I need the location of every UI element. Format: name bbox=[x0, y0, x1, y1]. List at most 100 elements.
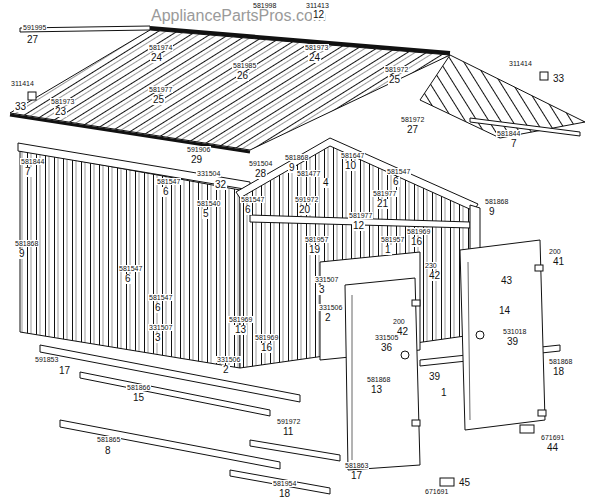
callout-number: 331506 bbox=[216, 356, 241, 363]
callout-number: 581863 bbox=[344, 462, 369, 469]
callout-number: 9 bbox=[18, 249, 26, 259]
callout-number: 581973 bbox=[50, 98, 75, 105]
callout-number: 24 bbox=[150, 53, 163, 63]
callout-number: 581985 bbox=[232, 62, 257, 69]
callout-number: 331505 bbox=[374, 334, 399, 341]
callout-number: 591972 bbox=[276, 418, 301, 425]
callout-number: 1 bbox=[440, 388, 448, 398]
callout-number: 581866 bbox=[126, 384, 151, 391]
callout-number: 43 bbox=[500, 276, 513, 286]
callout-number: 581844 bbox=[496, 130, 521, 137]
callout-number: 26 bbox=[236, 71, 249, 81]
callout-number: 25 bbox=[388, 75, 401, 85]
callout-number: 6 bbox=[154, 303, 162, 313]
callout-number: 39 bbox=[506, 337, 519, 347]
callout-number: 33 bbox=[552, 74, 565, 84]
callout-number: 11 bbox=[282, 427, 294, 437]
callout-number: 311414 bbox=[508, 60, 533, 67]
callout-number: 15 bbox=[132, 393, 145, 403]
callout-number: 581957 bbox=[304, 236, 329, 243]
callout-number: 42 bbox=[428, 271, 441, 281]
callout-number: 20 bbox=[298, 205, 311, 215]
callout-number: 27 bbox=[406, 125, 419, 135]
callout-number: 3 bbox=[154, 333, 162, 343]
callout-number: 12 bbox=[312, 10, 325, 20]
callout-number: 6 bbox=[392, 177, 400, 187]
callout-number: 200 bbox=[392, 318, 406, 325]
callout-number: 311414 bbox=[10, 80, 35, 87]
callout-number: 311413 bbox=[305, 2, 330, 9]
callout-number: 581977 bbox=[372, 190, 397, 197]
callout-number: 331504 bbox=[196, 170, 221, 177]
callout-number: 33 bbox=[14, 102, 27, 112]
callout-number: 29 bbox=[190, 155, 203, 165]
callout-number: 591906 bbox=[186, 146, 211, 153]
callout-number: 581969 bbox=[254, 334, 279, 341]
callout-number: 581844 bbox=[20, 158, 45, 165]
callout-number: 331507 bbox=[314, 276, 339, 283]
callout-number: 581547 bbox=[118, 265, 143, 272]
callout-number: 9 bbox=[288, 163, 296, 173]
callout-number: 581477 bbox=[296, 170, 321, 177]
callout-number: 4 bbox=[322, 178, 330, 188]
callout-number: 581969 bbox=[406, 228, 431, 235]
callout-number: 581998 bbox=[252, 2, 277, 9]
callout-number: 18 bbox=[278, 489, 291, 499]
callout-number: 36 bbox=[380, 343, 393, 353]
callout-number: 45 bbox=[458, 478, 471, 488]
callout-number: 12 bbox=[352, 221, 365, 231]
callout-number: 581977 bbox=[348, 212, 373, 219]
callout-number: 7 bbox=[510, 139, 518, 149]
callout-number: 2 bbox=[222, 365, 230, 375]
callout-number: 581969 bbox=[228, 316, 253, 323]
callout-number: 581868 bbox=[484, 198, 509, 205]
callout-number: 39 bbox=[428, 372, 441, 382]
callout-number: 9 bbox=[488, 207, 496, 217]
callout-number: 581868 bbox=[548, 358, 573, 365]
callout-number: 44 bbox=[546, 443, 559, 453]
callout-number: 581547 bbox=[156, 178, 181, 185]
callout-number: 200 bbox=[548, 248, 562, 255]
callout-number: 32 bbox=[214, 180, 227, 190]
callout-number: 331506 bbox=[318, 304, 343, 311]
callout-number: 21 bbox=[376, 199, 389, 209]
callout-number: 1 bbox=[384, 245, 392, 255]
callout-number: 581973 bbox=[304, 44, 329, 51]
callout-number: 24 bbox=[308, 53, 321, 63]
callout-number: 10 bbox=[344, 161, 357, 171]
callout-number: 14 bbox=[498, 306, 511, 316]
callout-number: 581547 bbox=[148, 294, 173, 301]
callout-number: 23 bbox=[54, 107, 67, 117]
callout-number: 16 bbox=[260, 343, 273, 353]
callout-number: 671691 bbox=[540, 434, 565, 441]
callout-number: 331507 bbox=[148, 324, 173, 331]
callout-number: 581957 bbox=[380, 236, 405, 243]
callout-number: 5 bbox=[202, 209, 210, 219]
callout-number: 41 bbox=[552, 257, 565, 267]
callout-number: 581974 bbox=[148, 44, 173, 51]
callout-number: 591853 bbox=[34, 356, 59, 363]
callout-number: 581868 bbox=[366, 376, 391, 383]
callout-number: 581972 bbox=[384, 66, 409, 73]
callout-number: 581547 bbox=[240, 196, 265, 203]
callout-number: 591972 bbox=[294, 196, 319, 203]
callout-number: 581972 bbox=[400, 116, 425, 123]
callout-number: 16 bbox=[410, 237, 423, 247]
callout-number: 581868 bbox=[284, 154, 309, 161]
callout-number: 531018 bbox=[502, 328, 527, 335]
callout-number: 25 bbox=[152, 95, 165, 105]
callout-number: 6 bbox=[162, 187, 170, 197]
callout-number: 8 bbox=[104, 446, 112, 456]
callout-number: 2 bbox=[324, 313, 332, 323]
callout-number: 581647 bbox=[340, 152, 365, 159]
callout-number: 13 bbox=[370, 385, 383, 395]
callout-number: 671691 bbox=[424, 488, 449, 495]
watermark: AppliancePartsPros.com bbox=[150, 8, 327, 24]
callout-number: 28 bbox=[254, 169, 267, 179]
callout-number: 13 bbox=[234, 325, 247, 335]
callout-number: 3 bbox=[318, 285, 326, 295]
callout-number: 591995 bbox=[22, 24, 47, 31]
callout-number: 581547 bbox=[386, 168, 411, 175]
callout-number: 581868 bbox=[14, 240, 39, 247]
